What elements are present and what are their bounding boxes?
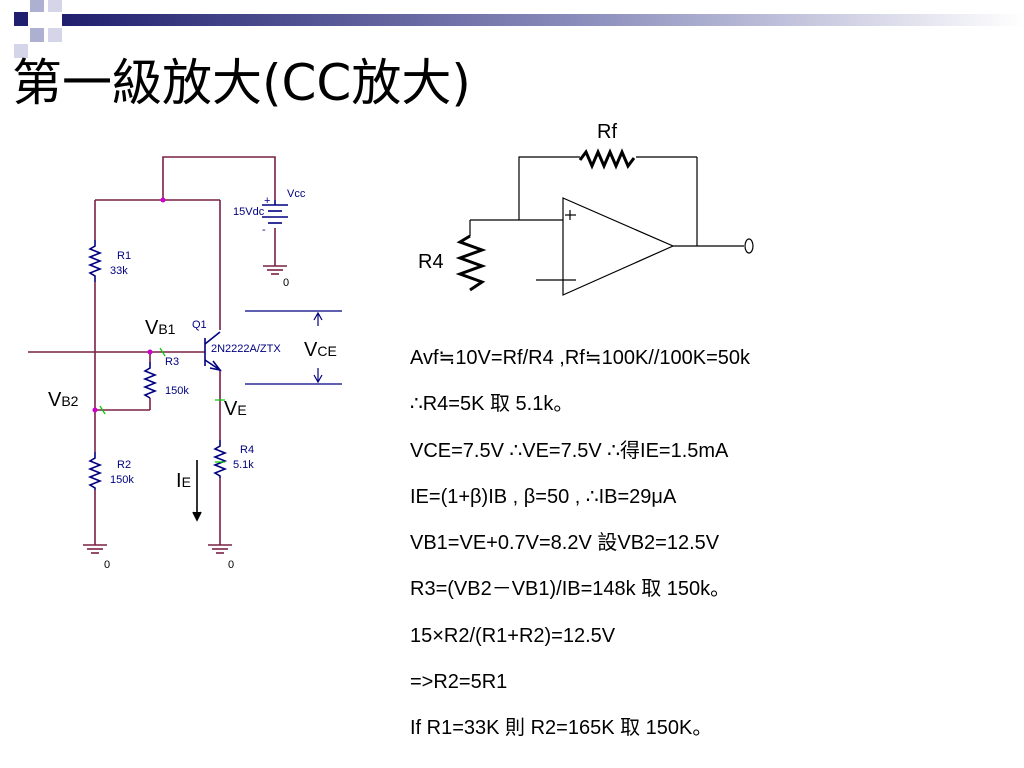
deco-square-light bbox=[30, 0, 44, 12]
deco-gradient-bar bbox=[62, 14, 1024, 26]
calculation-block: Avf≒10V=Rf/R4 ,Rf≒100K//100K=50k ∴R4=5K … bbox=[410, 344, 1010, 761]
r3-name: R3 bbox=[165, 356, 179, 368]
deco-square-light bbox=[48, 28, 62, 42]
vb2-label: VB2 bbox=[48, 389, 79, 411]
battery-minus: - bbox=[262, 224, 266, 236]
ground-symbol-right bbox=[208, 544, 232, 554]
calc-line: ∴R4=5K 取 5.1k。 bbox=[410, 393, 574, 416]
ground-symbol-left bbox=[83, 544, 107, 554]
r4-name: R4 bbox=[240, 444, 254, 456]
feedback-wire bbox=[518, 156, 580, 220]
junction-dot bbox=[147, 349, 153, 355]
opamp-triangle bbox=[562, 197, 675, 296]
calc-line: VB1=VE+0.7V=8.2V 設VB2=12.5V bbox=[410, 532, 720, 555]
deco-square-dark bbox=[14, 12, 28, 26]
cc-amplifier-circuit bbox=[28, 156, 342, 554]
battery-symbol bbox=[262, 200, 288, 224]
calc-line: IE=(1+β)IB , β=50 , ∴IB=29μA bbox=[410, 485, 677, 508]
calc-line: Avf≒10V=Rf/R4 ,Rf≒100K//100K=50k bbox=[410, 347, 751, 369]
deco-square-light bbox=[30, 28, 44, 42]
r3-value: 150k bbox=[165, 385, 189, 397]
calc-line: =>R2=5R1 bbox=[410, 671, 508, 694]
junction-dot bbox=[160, 197, 166, 203]
vce-indicator bbox=[245, 310, 342, 385]
rf-resistor bbox=[578, 148, 636, 170]
calc-line: If R1=33K 則 R2=165K 取 150K。 bbox=[410, 717, 713, 740]
calc-line: R3=(VB2－VB1)/IB=148k 取 150k。 bbox=[410, 578, 731, 601]
r3-resistor bbox=[142, 362, 158, 399]
ve-label: VE bbox=[224, 398, 247, 420]
calc-line: VCE=7.5V ∴VE=7.5V ∴得IE=1.5mA bbox=[410, 439, 729, 462]
opamp-circuit bbox=[455, 148, 754, 296]
slide-title: 第一級放大(CC放大) bbox=[12, 54, 471, 112]
vce-label: VCE bbox=[304, 339, 337, 361]
vb1-label: VB1 bbox=[145, 317, 176, 339]
r2-name: R2 bbox=[117, 459, 131, 471]
q1-name: Q1 bbox=[192, 319, 207, 331]
ground-left-label: 0 bbox=[104, 559, 110, 571]
calc-line: 15×R2/(R1+R2)=12.5V bbox=[410, 624, 616, 647]
q1-part: 2N2222A/ZTX bbox=[211, 343, 281, 355]
r4-value: 5.1k bbox=[233, 459, 254, 471]
ie-arrow bbox=[192, 460, 202, 522]
ground-symbol-top bbox=[263, 262, 287, 275]
ie-label: IE bbox=[176, 470, 191, 492]
vcc-label: Vcc bbox=[287, 188, 306, 200]
junction-dot bbox=[92, 407, 98, 413]
wires bbox=[28, 156, 276, 545]
probe-markers bbox=[99, 347, 225, 463]
rf-label: Rf bbox=[597, 121, 617, 143]
ground-top-label: 0 bbox=[283, 277, 289, 289]
vcc-value: 15Vdc bbox=[233, 206, 265, 218]
deco-square-light bbox=[14, 44, 28, 58]
deco-square-light bbox=[48, 0, 62, 12]
r1-name: R1 bbox=[117, 250, 131, 262]
r1-resistor bbox=[87, 240, 103, 282]
r4-resistor bbox=[212, 440, 228, 478]
r4-opamp-resistor bbox=[455, 234, 487, 292]
r1-value: 33k bbox=[110, 265, 128, 277]
output-terminal bbox=[744, 238, 754, 254]
battery-plus: + bbox=[264, 195, 270, 207]
r2-resistor bbox=[87, 452, 103, 490]
q1-transistor bbox=[204, 331, 222, 372]
header-decoration bbox=[14, 0, 1024, 58]
r2-value: 150k bbox=[110, 474, 134, 486]
ground-right-label: 0 bbox=[228, 559, 234, 571]
r4-opamp-label: R4 bbox=[418, 251, 444, 273]
